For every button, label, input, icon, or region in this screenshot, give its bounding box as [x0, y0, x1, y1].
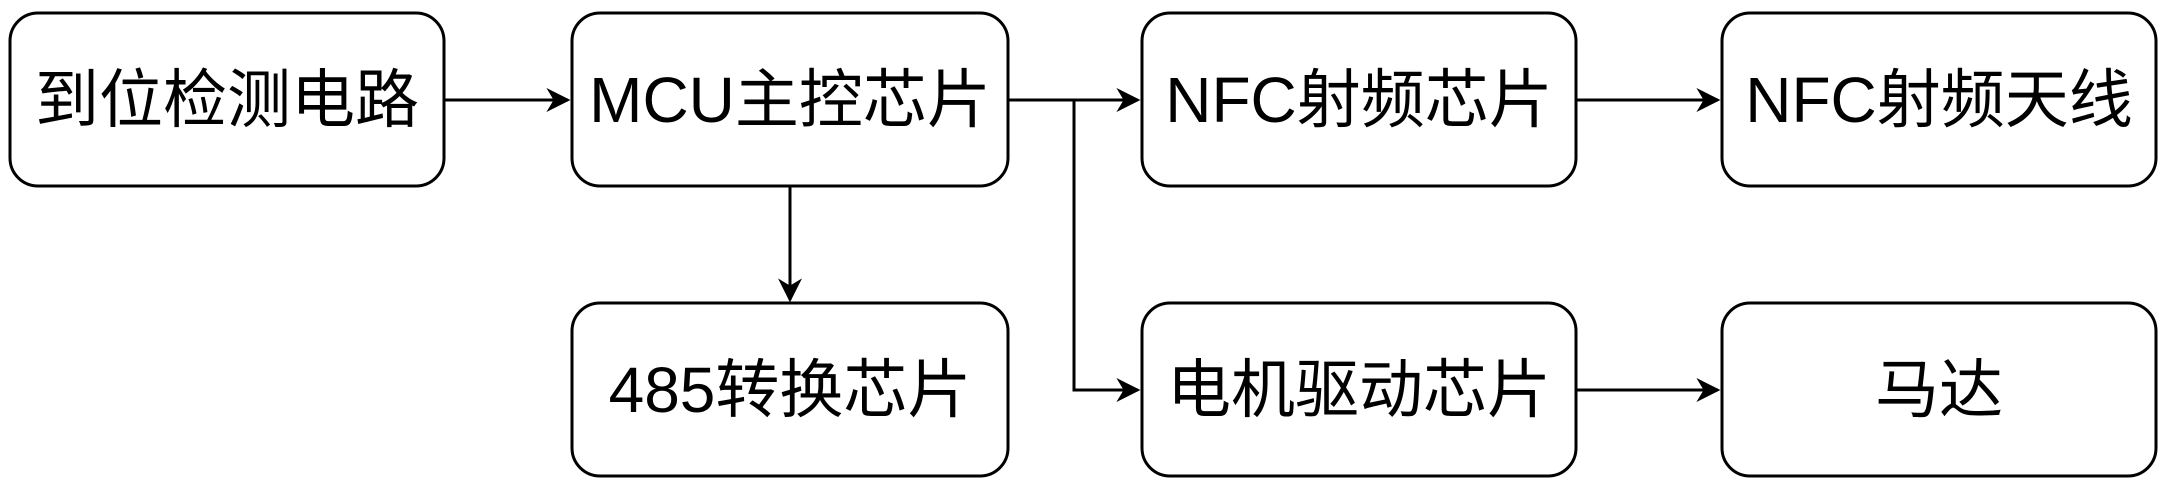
node-nfc-antenna: NFC射频天线 [1720, 11, 2158, 188]
node-mcu-chip-label: MCU主控芯片 [589, 64, 991, 136]
node-nfc-chip-label: NFC射频芯片 [1165, 64, 1553, 136]
node-485-chip-label: 485转换芯片 [609, 354, 972, 426]
node-detect-circuit: 到位检测电路 [8, 11, 446, 188]
node-nfc-chip: NFC射频芯片 [1140, 11, 1578, 188]
node-mcu-chip: MCU主控芯片 [570, 11, 1010, 188]
node-motor-label: 马达 [1875, 354, 2003, 426]
node-motor-driver-chip-label: 电机驱动芯片 [1167, 354, 1551, 426]
node-motor: 马达 [1720, 301, 2158, 478]
node-nfc-antenna-label: NFC射频天线 [1745, 64, 2133, 136]
node-motor-driver-chip: 电机驱动芯片 [1140, 301, 1578, 478]
node-detect-circuit-label: 到位检测电路 [35, 64, 419, 136]
node-485-chip: 485转换芯片 [570, 301, 1010, 478]
edge-mcu-to-motor-driver [1072, 100, 1141, 402]
